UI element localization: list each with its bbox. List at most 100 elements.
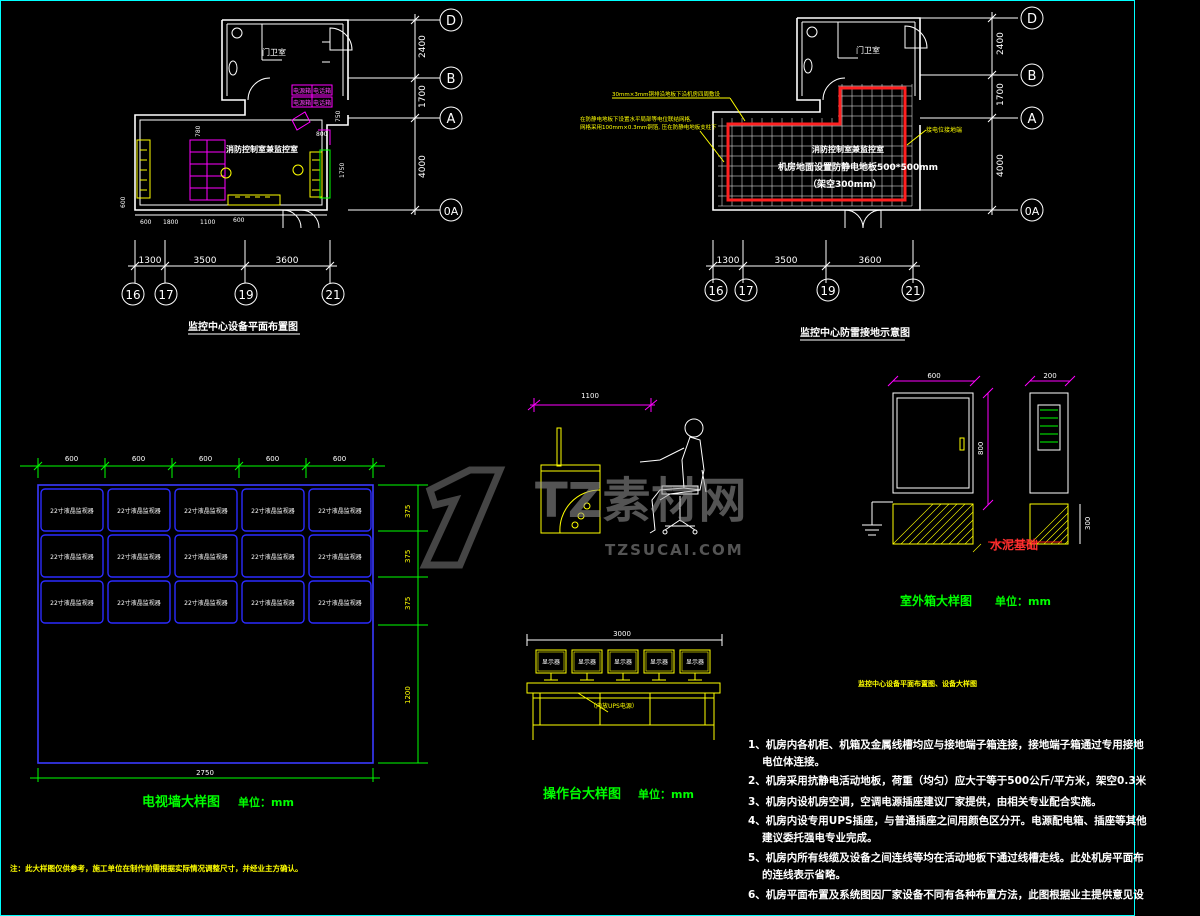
operator-desk-front-view: 3000 显示器显示器显示器显示器显示器 （内放UPS电源） 操作台大样图 单位…: [526, 630, 723, 802]
plan2-axis-row-0A: 0A: [1025, 205, 1040, 218]
plan2-col-dim-3: 3600: [859, 256, 882, 266]
plan1-cabinet-label-4: 电话箱: [313, 99, 331, 107]
tv-monitor-cell: [308, 580, 372, 624]
footnote: 注：此大样图仅供参考，施工单位在制作前需根据实际情况调整尺寸，并经业主方确认。: [10, 863, 303, 873]
plan1-title: 监控中心设备平面布置图: [188, 320, 298, 333]
tv-monitor-label: 22寸液晶监视器: [251, 599, 295, 607]
plan1-dim-bottom-4: 600: [233, 217, 245, 224]
note-line-1: 1、机房内各机柜、机箱及金属线槽均应与接地端子箱连接，接地端子箱通过专用接地: [748, 738, 1144, 751]
note-line-6: 建议委托强电专业完成。: [761, 831, 878, 844]
tv-monitor-label: 22寸液晶监视器: [50, 507, 94, 515]
tv-wall-outline: [37, 484, 374, 764]
plan2-row-dim-1: 2400: [996, 32, 1006, 55]
plan1-cabinet-label-2: 电话箱: [313, 87, 331, 95]
tv-monitor-label: 22寸液晶监视器: [117, 599, 161, 607]
plan2-floor-line1: 机房地面设置防静电地板500*500mm: [778, 161, 938, 173]
tv-top-dim: 600: [132, 455, 145, 463]
tv-monitor-label: 22寸液晶监视器: [50, 599, 94, 607]
plan2-axis-col-19: 19: [820, 284, 835, 298]
tv-top-dim: 600: [65, 455, 78, 463]
note-line-7: 5、机房内所有线缆及设备之间连线等均在活动地板下通过线槽走线。此处机房平面布: [748, 851, 1144, 864]
watermark: TZ素材网 TZSUCAI.COM: [419, 466, 747, 569]
tv-monitor-label: 22寸液晶监视器: [184, 553, 228, 561]
tv-monitor-label: 22寸液晶监视器: [318, 553, 362, 561]
plan1-axis-col-21: 21: [325, 288, 340, 302]
outdoor-base-label: 水泥基础: [990, 537, 1038, 552]
sheet-subtitle: 监控中心设备平面布置图、设备大样图: [858, 679, 977, 688]
plan1-axis-bubbles-rows: D B A 0A: [439, 8, 463, 222]
operator-desk-side-view: 1100: [527, 392, 707, 535]
tv-monitor-label: 22寸液晶监视器: [117, 507, 161, 515]
desk-top-dim: 1100: [581, 392, 599, 400]
plan1-axis-row-D: D: [446, 14, 456, 29]
note-line-4: 3、机房内设机房空调，空调电源插座建议厂家提供，由相关专业配合实施。: [748, 795, 1102, 808]
plan2-grounding-plan: 门卫室 消防控制室兼监控室 机房地面设置防静电地板500*500mm （架空30…: [580, 6, 1044, 341]
plan2-col-dim-1: 1300: [717, 256, 740, 266]
plan1-floor-plan: 600 1800 1100 600 600 780 800 750 1750 门…: [120, 8, 463, 335]
plan2-note-right: 接电位接地端: [926, 126, 962, 134]
tv-wall-detail: 600 600 600 600 600 22寸液晶监视器 22寸液晶监视器 22寸液晶监视器…: [20, 455, 428, 810]
plan1-axis-row-B: B: [447, 72, 456, 87]
plan1-row-dim-1: 2400: [418, 35, 428, 58]
watermark-main: TZ素材网: [535, 473, 747, 529]
tv-monitor-label: 22寸液晶监视器: [117, 553, 161, 561]
tv-side-dim-1: 375: [404, 505, 412, 518]
tv-top-dim: 600: [266, 455, 279, 463]
plan2-row-dim-3: 4000: [996, 154, 1006, 177]
plan1-col-dim-2: 3500: [194, 256, 217, 266]
tv-wall-unit: 单位：mm: [238, 795, 294, 809]
plan2-note-mid2: 网格采用100mm×0.3mm铜箔, 压在防静电地板支柱下: [580, 123, 717, 131]
plan1-dim-d2: 800: [316, 131, 328, 138]
note-line-9: 6、机房平面布置及系统图因厂家设备不同有各种布置方法，此图根据业主提供意见设: [748, 888, 1144, 901]
plan1-axis-col-19: 19: [238, 288, 253, 302]
plan2-note-mid1: 在防静电地板下设置水平局部等电位联结网格,: [580, 115, 692, 123]
desk-monitor-label: 显示器: [614, 659, 632, 666]
plan1-dim-bottom-1: 600: [140, 219, 152, 226]
tv-monitor-cell: [174, 580, 238, 624]
tv-monitor-cell: [241, 534, 305, 578]
tv-monitor-label: 22寸液晶监视器: [251, 507, 295, 515]
plan1-dim-bottom-2: 1800: [163, 219, 178, 226]
plan1-axis-row-A: A: [447, 112, 456, 127]
plan1-col-dim-3: 3600: [276, 256, 299, 266]
tv-monitor-cell: [308, 534, 372, 578]
floor-grid: [718, 84, 913, 207]
desk-unit: 单位：mm: [638, 787, 694, 801]
tv-monitor-label: 22寸液晶监视器: [318, 599, 362, 607]
tv-top-dim: 600: [199, 455, 212, 463]
tv-side-dim-4: 1200: [404, 686, 412, 704]
tv-top-dim: 600: [333, 455, 346, 463]
plan1-col-dim-1: 1300: [139, 256, 162, 266]
plan1-room-label: 消防控制室兼监控室: [226, 144, 298, 154]
outdoor-w1: 600: [927, 372, 940, 380]
tv-monitor-cell: [107, 534, 171, 578]
tv-monitor-cell: [40, 488, 104, 532]
tv-monitor-cell: [107, 488, 171, 532]
plan1-axis-col-17: 17: [158, 288, 173, 302]
tv-side-dim-3: 375: [404, 597, 412, 610]
tv-wall-title: 电视墙大样图: [142, 794, 220, 810]
desk-ups-label: （内放UPS电源）: [590, 702, 638, 710]
outdoor-h1: 800: [977, 442, 985, 455]
note-line-2: 电位体连接。: [762, 755, 825, 768]
tv-monitor-cell: [107, 580, 171, 624]
desk-monitor-label: 显示器: [650, 659, 668, 666]
plan2-axis-row-A: A: [1028, 112, 1037, 127]
plan1-dim-bottom-3: 1100: [200, 219, 215, 226]
desk-monitor-label: 显示器: [686, 659, 704, 666]
plan2-axis-col-16: 16: [708, 284, 723, 298]
tv-monitor-cell: [174, 534, 238, 578]
note-line-8: 的连线表示省略。: [762, 868, 846, 881]
plan1-dim-d1: 780: [195, 125, 202, 137]
plan1-cabinet-label-1: 电源箱: [293, 87, 311, 95]
plan1-axis-row-0A: 0A: [444, 205, 459, 218]
watermark-sub: TZSUCAI.COM: [605, 541, 744, 559]
tv-monitor-label: 22寸液晶监视器: [184, 507, 228, 515]
desk-monitor-label: 显示器: [578, 659, 596, 666]
plan1-dim-left: 600: [120, 196, 127, 208]
desk-monitor-label: 显示器: [542, 659, 560, 666]
plan2-axis-col-21: 21: [905, 284, 920, 298]
tv-monitor-cell: [241, 488, 305, 532]
outdoor-h2: 300: [1084, 517, 1092, 530]
